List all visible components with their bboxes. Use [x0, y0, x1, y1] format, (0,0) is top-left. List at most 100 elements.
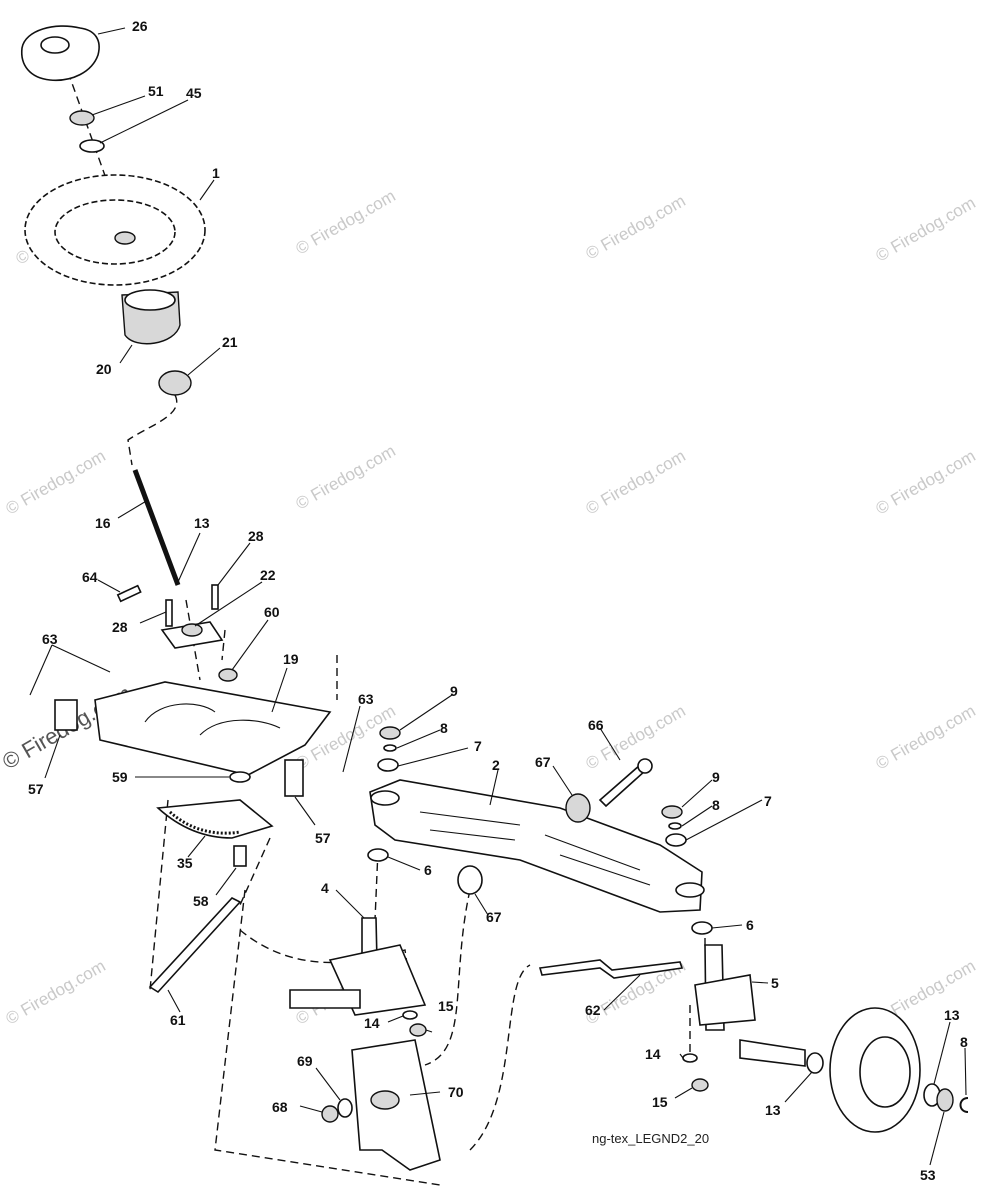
callout-1: 1	[212, 165, 220, 181]
sector-gear-teeth	[168, 810, 241, 835]
callout-5: 5	[771, 975, 779, 991]
callout-16: 16	[95, 515, 111, 531]
steering-boot-top	[124, 289, 176, 311]
callout-9: 9	[450, 683, 458, 699]
pivot-bolt-58-part	[233, 845, 247, 867]
callout-67: 67	[535, 754, 551, 770]
callout-6: 6	[424, 862, 432, 878]
spindle-4-axle	[289, 989, 361, 1009]
bolt-64-part	[116, 584, 142, 603]
callout-4: 4	[321, 880, 329, 896]
spindle-5-axle	[739, 1039, 806, 1067]
callout-63: 63	[42, 631, 58, 647]
callout-8: 8	[960, 1034, 968, 1050]
callout-45: 45	[186, 85, 202, 101]
callout-62: 62	[585, 1002, 601, 1018]
washer-14-part	[402, 1010, 418, 1020]
callout-51: 51	[148, 83, 164, 99]
watermark: © Firedog.com	[583, 446, 689, 518]
callout-57: 57	[315, 830, 331, 846]
callout-14: 14	[645, 1046, 661, 1062]
clip-8-part	[383, 744, 397, 752]
tie-rod-62-part	[538, 959, 684, 979]
bolt-66-head	[637, 758, 653, 774]
steering-wheel-hub	[114, 231, 136, 245]
bushing-6-part	[367, 848, 389, 862]
axle-pivot-right	[675, 882, 705, 898]
callout-28: 28	[248, 528, 264, 544]
washer-part	[79, 139, 105, 153]
callout-66: 66	[588, 717, 604, 733]
callout-9: 9	[712, 769, 720, 785]
callout-53: 53	[920, 1167, 936, 1183]
callout-13: 13	[194, 515, 210, 531]
wheel-hub	[859, 1036, 911, 1108]
cap-9-part	[661, 805, 683, 819]
callout-69: 69	[297, 1053, 313, 1069]
callout-28: 28	[112, 619, 128, 635]
clip-8-part	[959, 1097, 969, 1113]
axle-pivot-left	[370, 790, 400, 806]
watermark: © Firedog.com	[3, 446, 109, 518]
assembly-lines	[67, 71, 706, 1186]
bearing-part	[181, 623, 203, 637]
watermark: © Firedog.com	[873, 701, 979, 773]
callout-60: 60	[264, 604, 280, 620]
nut-15-part	[691, 1078, 709, 1092]
nut-15-part	[409, 1023, 427, 1037]
callout-7: 7	[764, 793, 772, 809]
washer-13-part	[806, 1052, 824, 1074]
drag-link-61-part	[148, 897, 242, 994]
washer-69-part	[337, 1098, 353, 1118]
callout-57: 57	[28, 781, 44, 797]
watermark: © Firedog.com	[873, 193, 979, 265]
nut-60-part	[218, 668, 238, 682]
plate-slot-part	[144, 703, 216, 723]
callout-61: 61	[170, 1012, 186, 1028]
watermark: © Firedog.com	[583, 191, 689, 263]
spindle-5-arm	[694, 974, 756, 1026]
footer-code: ng-tex_LEGND2_20	[592, 1131, 709, 1146]
bushing-7-part	[377, 758, 399, 772]
steering-shaft-part	[132, 469, 181, 586]
bushing-part	[158, 370, 192, 396]
leader-lines	[29, 27, 967, 1166]
bracket-57-part	[284, 759, 304, 797]
callout-19: 19	[283, 651, 299, 667]
callout-21: 21	[222, 334, 238, 350]
steering-cap-hole	[40, 36, 70, 54]
callout-8: 8	[712, 797, 720, 813]
callout-58: 58	[193, 893, 209, 909]
parts	[21, 25, 969, 1171]
bolt-66-part	[598, 763, 648, 808]
callout-2: 2	[492, 757, 500, 773]
watermark: © Firedog.com	[293, 441, 399, 513]
bracket-57-part	[54, 699, 78, 731]
plate-70-hole	[370, 1090, 400, 1110]
callout-63: 63	[358, 691, 374, 707]
washer-53-part	[936, 1088, 954, 1112]
clip-8-part	[668, 822, 682, 830]
steering-wheel-inner	[54, 199, 176, 265]
washer-14-part	[682, 1053, 698, 1063]
spacer-67-part	[565, 793, 591, 823]
callout-13: 13	[765, 1102, 781, 1118]
callout-14: 14	[364, 1015, 380, 1031]
callout-35: 35	[177, 855, 193, 871]
cap-9-part	[379, 726, 401, 740]
watermark: © Firedog.com	[293, 186, 399, 258]
callout-67: 67	[486, 909, 502, 925]
bushing-7-part	[665, 833, 687, 847]
callout-70: 70	[448, 1084, 464, 1100]
callout-15: 15	[438, 998, 454, 1014]
steering-plate-part	[94, 681, 332, 776]
callout-68: 68	[272, 1099, 288, 1115]
callout-26: 26	[132, 18, 148, 34]
axle-slots	[419, 811, 651, 886]
callout-6: 6	[746, 917, 754, 933]
callout-7: 7	[474, 738, 482, 754]
callout-59: 59	[112, 769, 128, 785]
front-axle-2-part	[369, 779, 703, 913]
sector-gear-part	[156, 799, 274, 839]
